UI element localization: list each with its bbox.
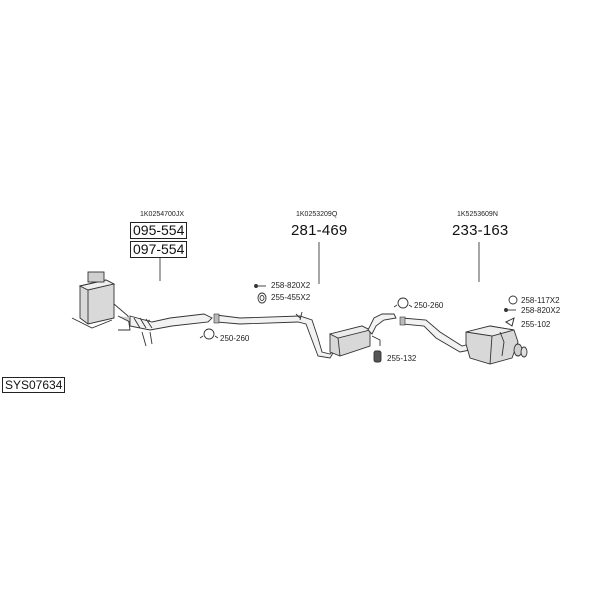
rear-silencer[interactable]: [401, 317, 528, 365]
oem-number: 1K0253209Q: [296, 211, 338, 218]
part-number-box[interactable]: 095-554: [130, 222, 188, 239]
middle-silencer-pipe[interactable]: [215, 311, 397, 359]
accessory-label: 255-102: [521, 320, 551, 329]
accessory-label: 258-820X2: [521, 306, 561, 315]
gasket-icon[interactable]: [257, 292, 267, 304]
accessory-label: 258-117X2: [521, 296, 560, 305]
bolt-icon[interactable]: [254, 284, 267, 288]
accessory-label: 258-820X2: [271, 281, 311, 290]
oem-number: 1K0254700JX: [140, 211, 184, 218]
bolt-icon[interactable]: [504, 308, 517, 312]
clamp-icon[interactable]: [393, 297, 413, 309]
ring-icon[interactable]: [508, 295, 518, 305]
accessory-label: 250-260: [220, 334, 250, 343]
accessory-label: 250-260: [414, 301, 444, 310]
accessory-label: 255-132: [387, 354, 417, 363]
hanger-icon[interactable]: [373, 350, 382, 363]
part-number-box[interactable]: 097-554: [130, 241, 188, 258]
oem-number: 1K5253609N: [457, 211, 498, 218]
part-number[interactable]: 233-163: [452, 222, 509, 239]
flange-mid: [213, 313, 220, 324]
flange-rear: [399, 316, 406, 326]
clamp-icon[interactable]: [199, 328, 219, 340]
accessory-label: 255-455X2: [271, 293, 311, 302]
front-pipe[interactable]: [129, 313, 213, 331]
hanger-icon[interactable]: [505, 317, 515, 327]
system-code-box: SYS07634: [2, 377, 66, 393]
catalytic-converter[interactable]: [71, 271, 153, 347]
part-number[interactable]: 281-469: [291, 222, 348, 239]
